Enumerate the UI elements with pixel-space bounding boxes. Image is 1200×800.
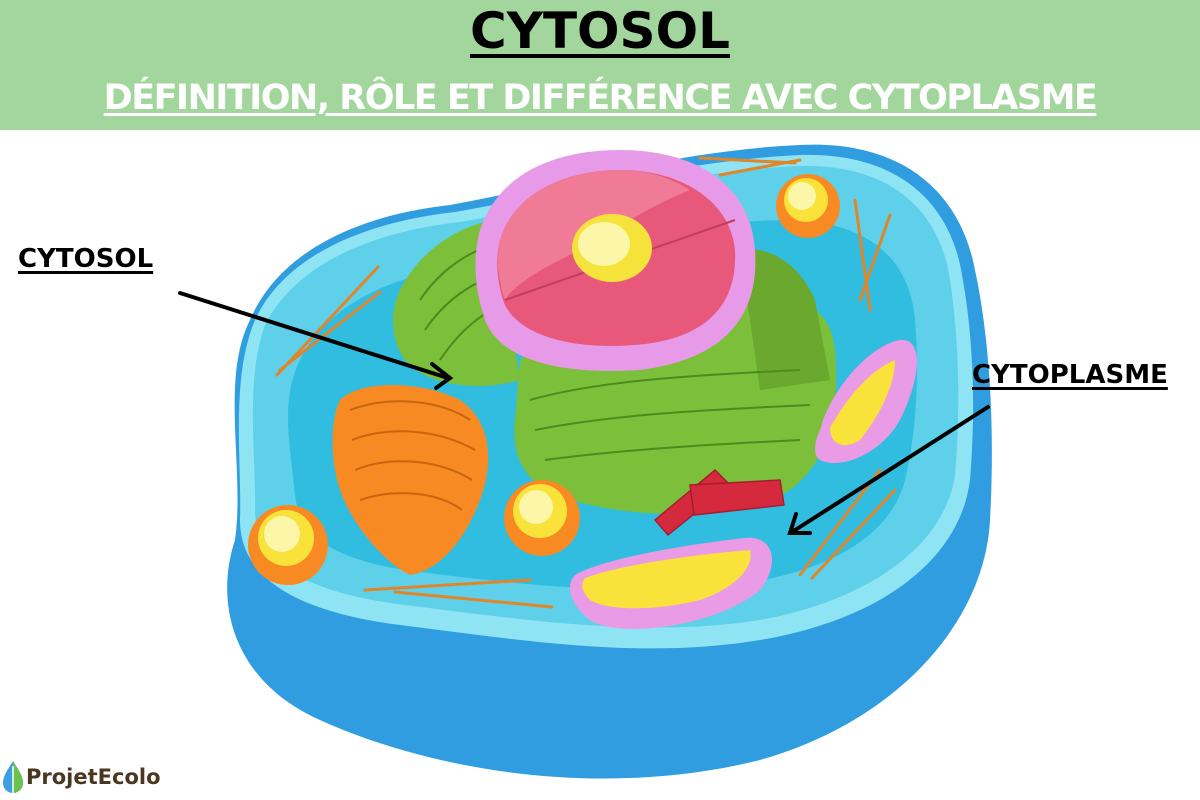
golgi-apparatus [332, 385, 489, 575]
nucleus [475, 150, 756, 371]
page-subtitle: DÉFINITION, RÔLE ET DIFFÉRENCE AVEC CYTO… [0, 78, 1200, 118]
cell-illustration [178, 144, 992, 779]
lysosome [248, 174, 840, 585]
cytosol-arrow [178, 291, 454, 390]
page-subtitle-text: DÉFINITION, RÔLE ET DIFFÉRENCE AVEC CYTO… [103, 78, 1098, 118]
cytoplasme-arrow [787, 405, 990, 535]
logo-text: ProjetEcolo [26, 765, 161, 789]
centrioles [653, 468, 785, 537]
brand-logo[interactable]: ProjetEcolo [2, 760, 161, 794]
mitochondrion-bottom [570, 537, 772, 629]
page-title: CYTOSOL [0, 2, 1200, 60]
label-cytoplasme: CYTOPLASME [972, 360, 1168, 390]
page-title-text: CYTOSOL [470, 2, 730, 60]
mitochondrion-right [815, 339, 917, 464]
cytoskeleton-filaments [275, 156, 897, 609]
label-cytosol: CYTOSOL [18, 244, 154, 274]
header-banner: CYTOSOL DÉFINITION, RÔLE ET DIFFÉRENCE A… [0, 0, 1200, 130]
leaf-drop-icon [3, 761, 23, 793]
endoplasmic-reticulum [393, 220, 837, 514]
